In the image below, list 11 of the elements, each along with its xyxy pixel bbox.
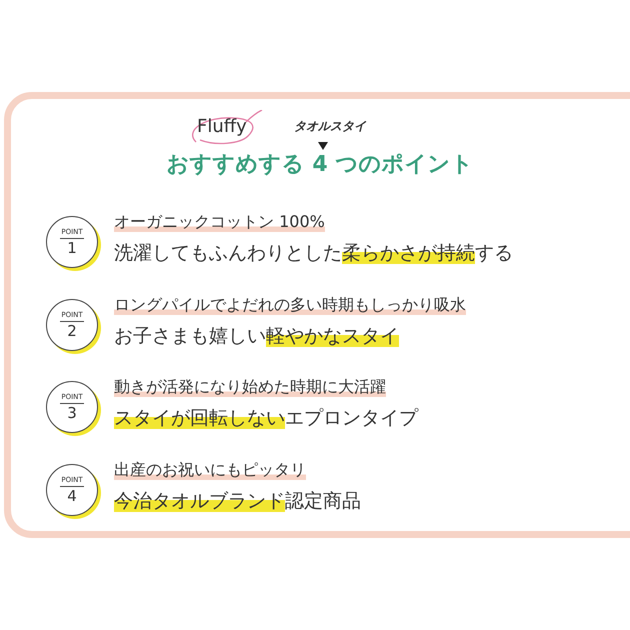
title: おすすめする 4 つのポイント xyxy=(166,154,474,176)
point-subtext: ロングパイルでよだれの多い時期もしっかり吸水 xyxy=(114,295,466,315)
point-number: 1 xyxy=(67,240,77,256)
point-number: 4 xyxy=(67,488,77,504)
fluffy-text: Fluffy xyxy=(197,118,247,136)
point-subtext: 動きが活発になり始めた時期に大活躍 xyxy=(114,377,386,397)
subtitle-text: タオルスタイ xyxy=(293,120,368,132)
point-subtext: 出産のお祝いにもピッタリ xyxy=(114,460,306,480)
point-subtext: オーガニックコットン 100% xyxy=(114,212,325,232)
point-number: 2 xyxy=(67,324,77,338)
point-number: 3 xyxy=(67,406,77,420)
